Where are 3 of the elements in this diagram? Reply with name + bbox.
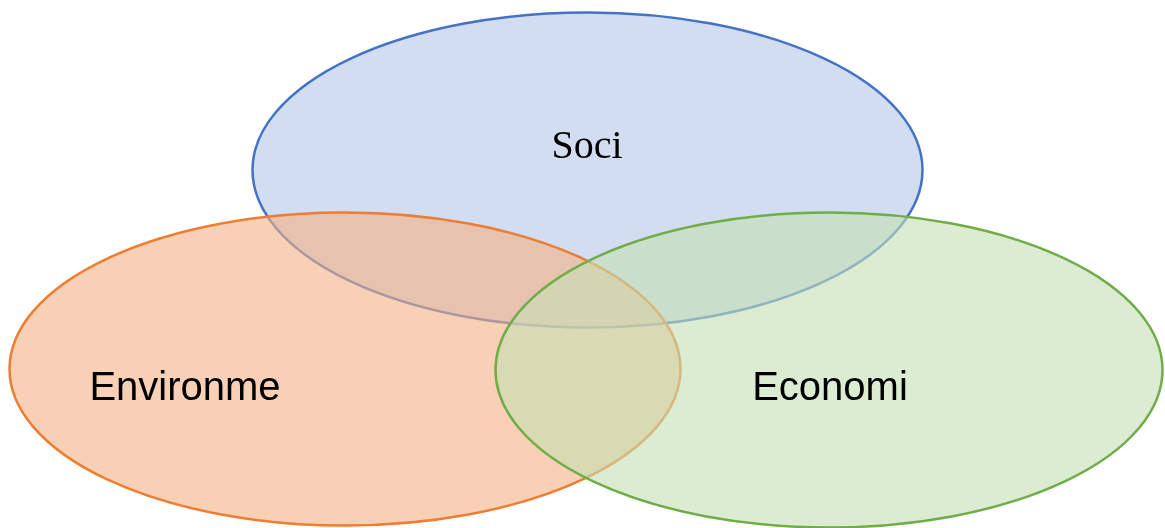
venn-label: Environme <box>89 366 281 406</box>
venn-label: Soci <box>551 125 623 165</box>
venn-label: Economi <box>752 366 908 406</box>
